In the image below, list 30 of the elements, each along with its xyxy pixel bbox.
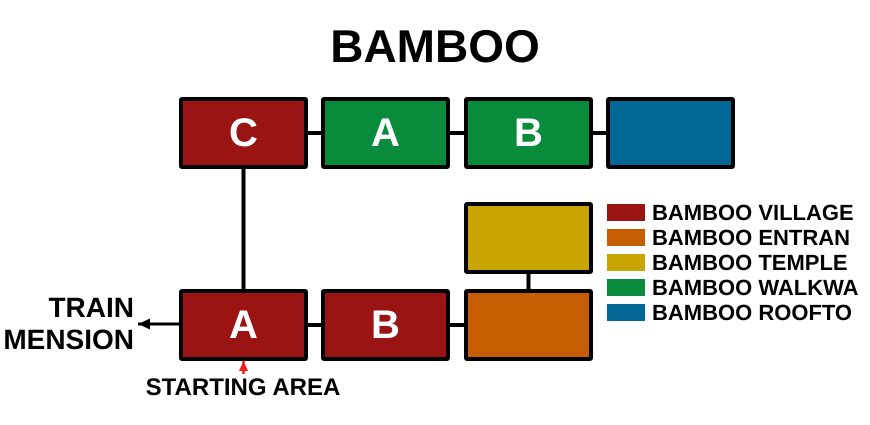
connector-line xyxy=(526,274,530,289)
area-letter: B xyxy=(371,305,400,345)
area-letter: C xyxy=(229,113,258,153)
area-box xyxy=(179,97,308,169)
exit-label: TRAIN MENSION xyxy=(0,292,138,356)
connector-line xyxy=(308,131,321,135)
connector-line xyxy=(450,131,464,135)
connector-line xyxy=(242,169,246,289)
area-box xyxy=(606,97,735,169)
area-box xyxy=(464,202,593,274)
area-box xyxy=(464,289,593,361)
area-letter: A xyxy=(371,113,400,153)
arrow xyxy=(138,318,179,330)
area-letter: B xyxy=(514,113,543,153)
legend-label: BAMBOO VILLAGE xyxy=(652,200,854,225)
area-box xyxy=(464,97,593,169)
legend-label: BAMBOO ENTRAN xyxy=(652,225,850,250)
connector-line xyxy=(308,323,321,327)
legend-label: BAMBOO TEMPLE xyxy=(652,250,848,275)
connector-line xyxy=(450,323,464,327)
area-box xyxy=(321,289,450,361)
area-box xyxy=(321,97,450,169)
legend-label: BAMBOO ROOFTO xyxy=(652,300,852,325)
connector-line xyxy=(593,131,606,135)
diagram-title: BAMBOO xyxy=(330,20,540,72)
legend-label: BAMBOO WALKWA xyxy=(652,275,859,300)
arrow xyxy=(238,361,248,374)
area-letter: A xyxy=(229,305,258,345)
area-box xyxy=(179,289,308,361)
callout-label: STARTING AREA xyxy=(141,374,345,402)
